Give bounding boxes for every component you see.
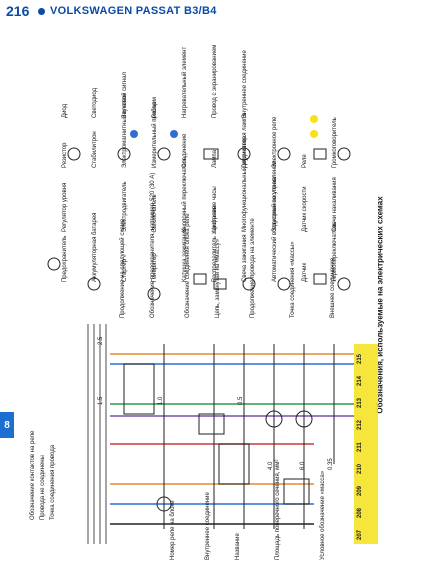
column-number: 207	[357, 529, 363, 540]
wire-size: 1.0	[158, 396, 164, 405]
legend-item: Датчик	[302, 262, 308, 282]
wire-size: 0.5	[238, 396, 244, 405]
annotation-label: Провода не соединены	[40, 455, 46, 520]
vertical-wires	[163, 344, 335, 529]
wiring-diagram	[47, 115, 378, 544]
annotation-label: Продолжение на следующей схеме	[120, 218, 126, 318]
legend-item: Электронное реле	[272, 116, 278, 168]
relay-box	[123, 363, 155, 415]
book-title: VOLKSWAGEN PASSAT B3/B4	[50, 5, 217, 17]
ground-point	[265, 410, 283, 428]
annotation-label: Точка соединения «массы»	[290, 241, 296, 318]
legend-item: Нагревательный элемент	[182, 46, 188, 118]
wire-size: 4.0	[268, 461, 274, 470]
annotation-label: Цепь, замкнутая на «массу»	[215, 238, 221, 318]
legend-symbols	[47, 147, 351, 301]
legend-item: Аккумуляторная батарея	[92, 212, 98, 282]
legend-item: Разъем	[152, 97, 158, 118]
legend-item: Электронное управление	[272, 161, 278, 232]
legend-item: Провод с экранированием	[212, 44, 218, 118]
legend-item: Соединение	[182, 133, 188, 168]
legend-item: Реле	[302, 154, 308, 168]
legend-item: Резистор	[62, 142, 68, 168]
legend-item: Стабилитрон	[92, 131, 98, 168]
annotation-label: Условное обозначение «масса»	[320, 470, 326, 560]
column-number: 213	[357, 397, 363, 408]
column-number: 214	[357, 375, 363, 386]
page-header: 216 VOLKSWAGEN PASSAT B3/B4	[0, 0, 431, 22]
column-number: 209	[357, 485, 363, 496]
legend-item: Свеча зажигания	[242, 234, 248, 282]
diagram-components	[123, 363, 313, 512]
component-box	[218, 443, 250, 485]
legend-item: Предохранитель	[62, 235, 68, 282]
annotation-label: Номер реле на блоке	[170, 500, 176, 560]
wire-size: 2.5	[98, 336, 104, 345]
column-number: 208	[357, 507, 363, 518]
legend-item: Цифровые часы	[212, 186, 218, 232]
ground-point	[156, 496, 172, 512]
highlight-strip	[354, 344, 378, 544]
annotation-label: Обозначение предохранителя, например S20…	[150, 172, 156, 318]
legend-item: Лампа	[212, 150, 218, 168]
legend-item: Регулятор уровня	[62, 182, 68, 232]
chapter-tab: 8	[0, 412, 14, 438]
legend-item: Внутреннее соединение	[242, 50, 248, 118]
annotation-label: Название	[235, 533, 241, 560]
wires	[110, 353, 354, 525]
bullet-dot	[38, 8, 45, 15]
legend-item: Звуковой сигнал	[122, 72, 128, 118]
legend-item: Диод	[62, 103, 68, 118]
legend-item: Датчик скорости	[302, 186, 308, 232]
legend-item: Двухнитевая лампа	[242, 113, 248, 168]
annotation-label: Внешнее соединение	[330, 257, 336, 318]
legend-item: Громкоговоритель	[332, 117, 338, 168]
wire-size: 1.5	[98, 396, 104, 405]
column-number: 211	[357, 442, 363, 452]
ground-point	[295, 410, 313, 428]
legend-item: Свечи накаливания	[332, 177, 338, 232]
column-number: 212	[357, 419, 363, 430]
column-number: 215	[357, 353, 363, 364]
annotation-label: Продолжение провода на элементе	[250, 218, 256, 318]
annotation-label: Точка соединения провода	[50, 444, 56, 520]
column-number: 210	[357, 463, 363, 474]
wire-size: 6.0	[300, 461, 306, 470]
component-box	[198, 413, 225, 435]
annotation-label: Обозначение контактов на реле	[30, 430, 36, 520]
page-number: 216	[6, 3, 30, 19]
annotation-label: Внутреннее соединение	[205, 492, 211, 560]
annotation-label: Площадь поперечного сечения, мм²	[275, 459, 281, 560]
bus-lines	[87, 324, 107, 544]
wire-size: 0.35	[328, 458, 334, 470]
legend-item: Светодиод	[92, 87, 98, 118]
legend-icons-colored	[130, 115, 318, 138]
annotation-label: Обозначение соединения блока реле	[185, 213, 191, 318]
component-box	[283, 478, 310, 505]
